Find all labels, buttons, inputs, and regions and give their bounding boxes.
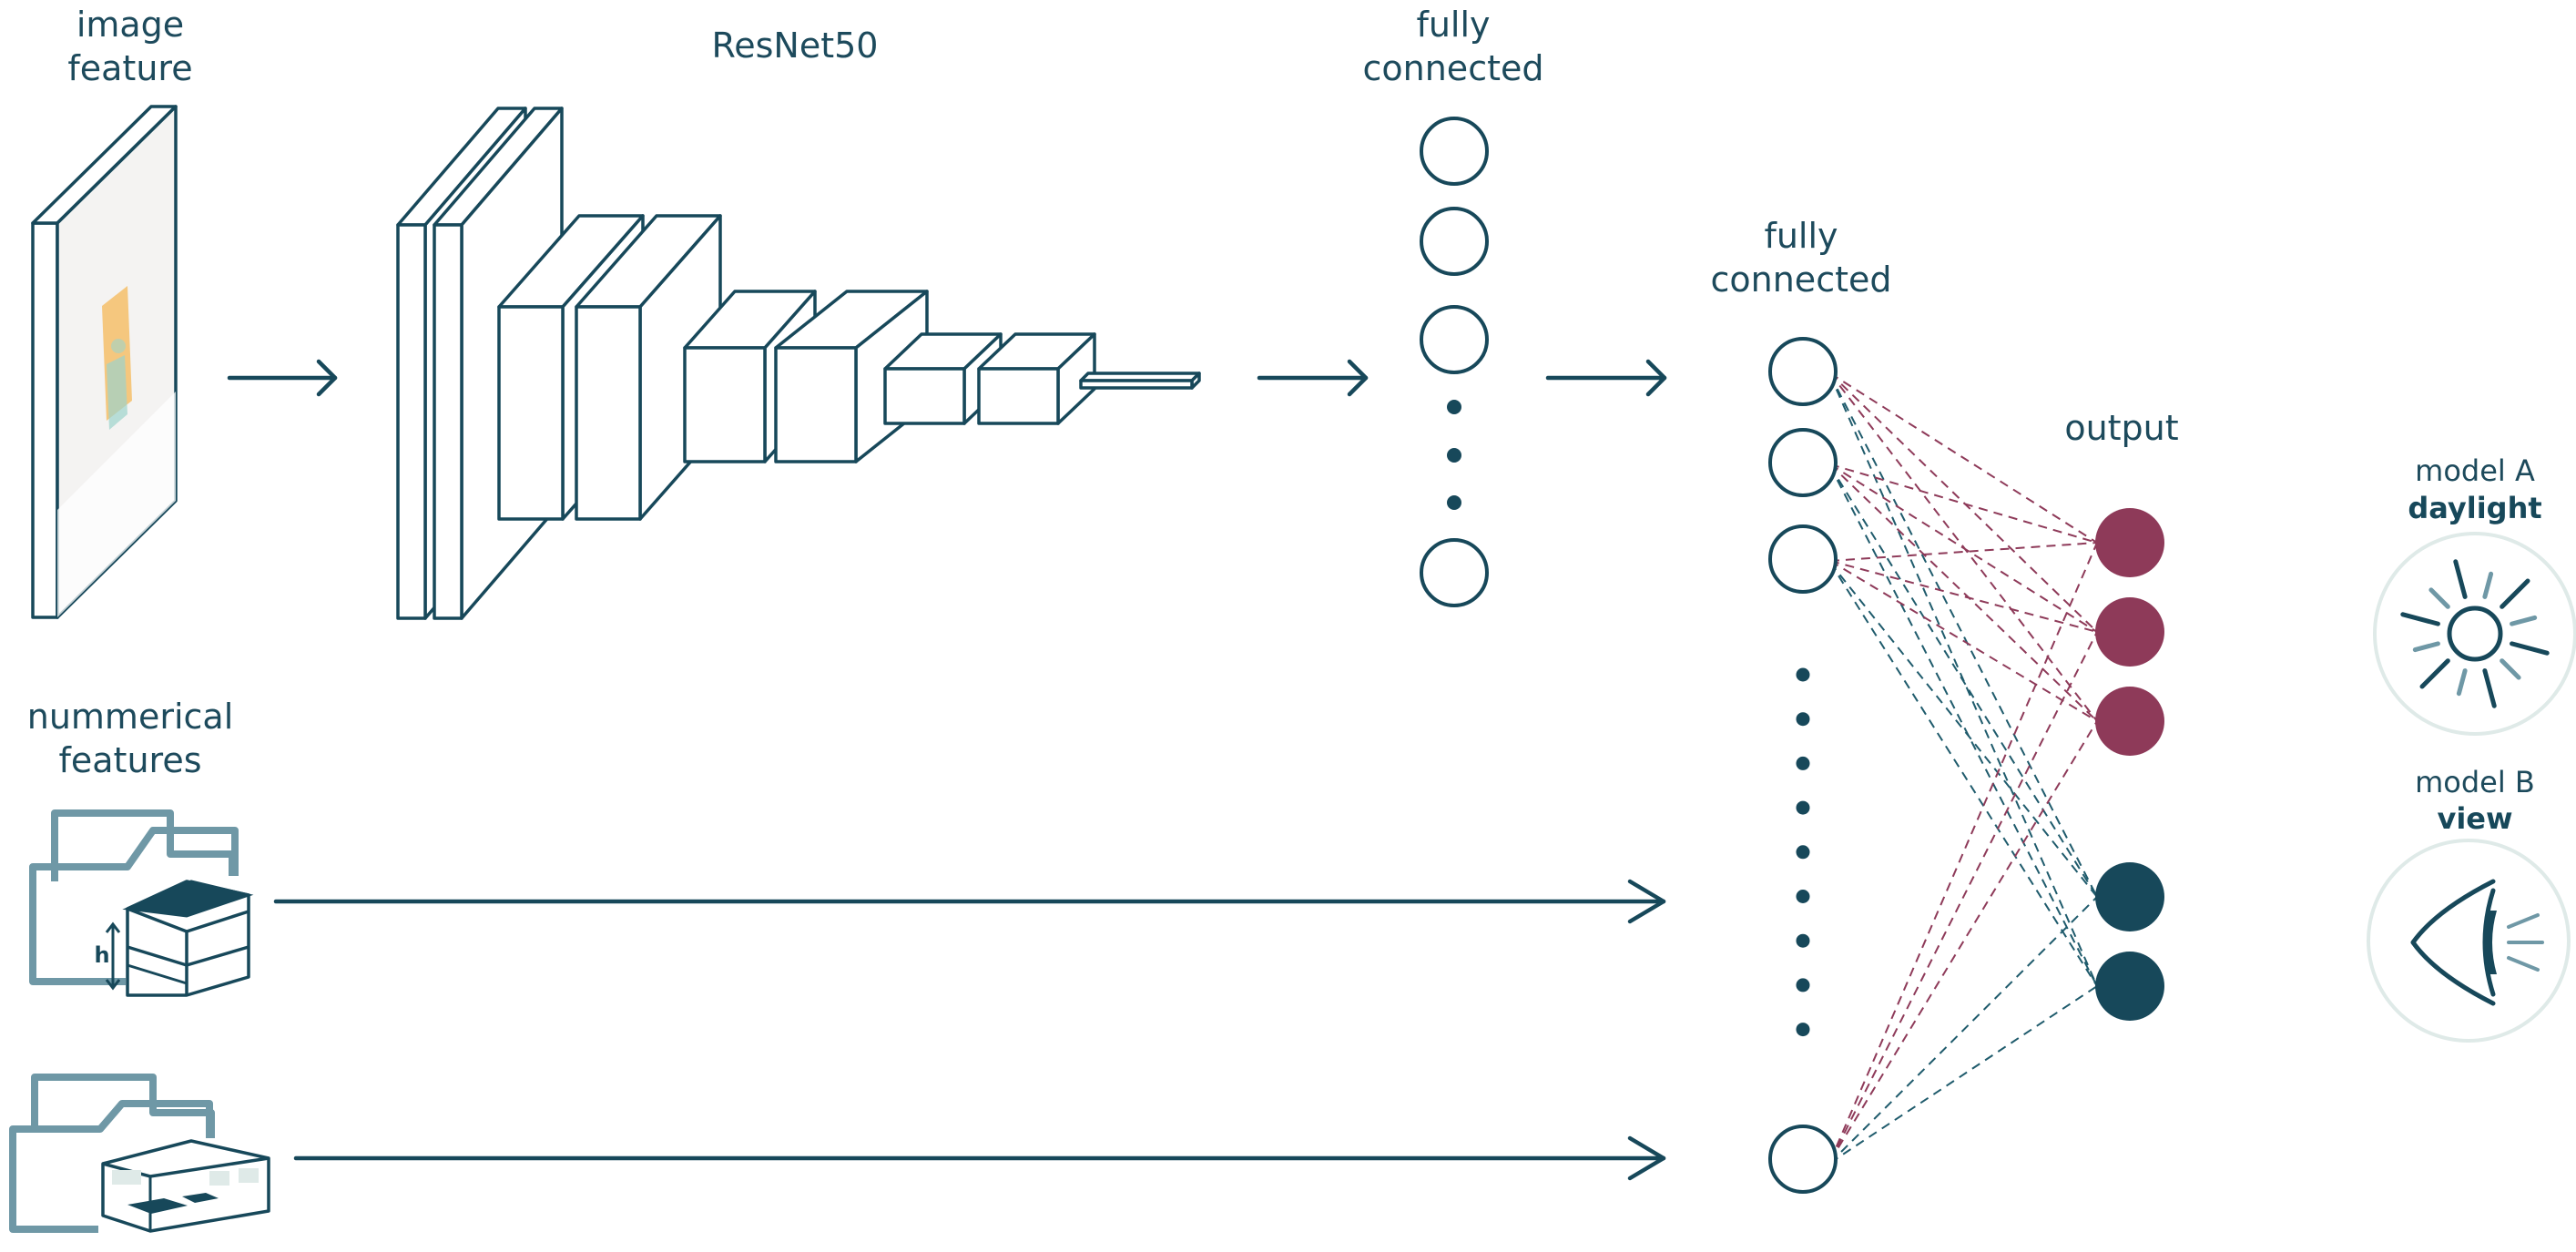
fc-top-label-line2: connected — [1363, 48, 1544, 88]
fc-right-node — [1768, 1125, 1838, 1194]
fc-right-label-line2: connected — [1711, 260, 1892, 300]
fc-to-output-connections — [1829, 372, 2098, 1164]
fc-right-ellipsis — [1796, 667, 1810, 1037]
output-column — [2095, 508, 2164, 1021]
fc-right-label-line1: fully — [1764, 216, 1838, 256]
model-b-task-label: view — [2437, 801, 2512, 836]
ellipsis-dot — [1796, 1023, 1810, 1037]
height-marker-label: h — [94, 942, 109, 968]
image-feature-label-line1: image — [76, 5, 184, 45]
ellipsis-dot — [1447, 448, 1461, 463]
fc-right-column — [1768, 337, 1838, 1194]
resnet-layer-block — [1079, 372, 1201, 390]
model-a-label: model A — [2415, 453, 2535, 488]
ellipsis-dot — [1447, 400, 1461, 414]
sun-icon — [2373, 532, 2576, 736]
ellipsis-dot — [1796, 712, 1810, 727]
fc-top-column — [1420, 117, 1489, 607]
ellipsis-dot — [1796, 845, 1810, 860]
arrow-image-to-resnet — [227, 359, 338, 397]
fc-top-node — [1420, 305, 1489, 374]
ellipsis-dot — [1796, 667, 1810, 682]
eye-icon — [2367, 839, 2571, 1043]
arrow-fc-to-fc — [1545, 359, 1667, 397]
daylight-output-node — [2095, 508, 2164, 577]
ellipsis-dot — [1796, 933, 1810, 948]
ellipsis-dot — [1796, 800, 1810, 815]
fc-right-node — [1768, 428, 1838, 497]
model-b-label: model B — [2415, 765, 2535, 799]
image-feature-plane — [31, 105, 178, 619]
arrow-numerical-2 — [293, 1135, 1666, 1181]
fc-right-node — [1768, 337, 1838, 406]
output-label: output — [2064, 408, 2178, 448]
arrow-resnet-to-fc — [1257, 359, 1369, 397]
arrow-numerical-1 — [273, 879, 1666, 924]
ellipsis-dot — [1796, 890, 1810, 903]
ellipsis-dot — [1796, 978, 1810, 992]
resnet-layer-block — [575, 214, 722, 521]
fc-top-label-line1: fully — [1416, 5, 1490, 45]
resnet50-blocks — [396, 107, 1201, 620]
fc-top-node — [1420, 538, 1489, 607]
view-output-node — [2095, 952, 2164, 1021]
image-feature-label-line2: feature — [67, 48, 192, 88]
view-output-node — [2095, 862, 2164, 931]
daylight-output-node — [2095, 687, 2164, 756]
ellipsis-dot — [1796, 756, 1810, 770]
fc-right-node — [1768, 524, 1838, 594]
numerical-features-label-line1: nummerical — [27, 697, 234, 737]
resnet-layer-block — [977, 332, 1096, 425]
fc-top-node — [1420, 207, 1489, 276]
fc-top-node — [1420, 117, 1489, 186]
building-stack-folder-icon: h — [29, 809, 254, 997]
model-a-task-label: daylight — [2408, 491, 2541, 525]
ellipsis-dot — [1447, 495, 1461, 510]
room-folder-icon — [9, 1074, 270, 1233]
daylight-output-node — [2095, 597, 2164, 667]
resnet-label: ResNet50 — [712, 25, 879, 66]
numerical-features-label-line2: features — [59, 740, 202, 780]
